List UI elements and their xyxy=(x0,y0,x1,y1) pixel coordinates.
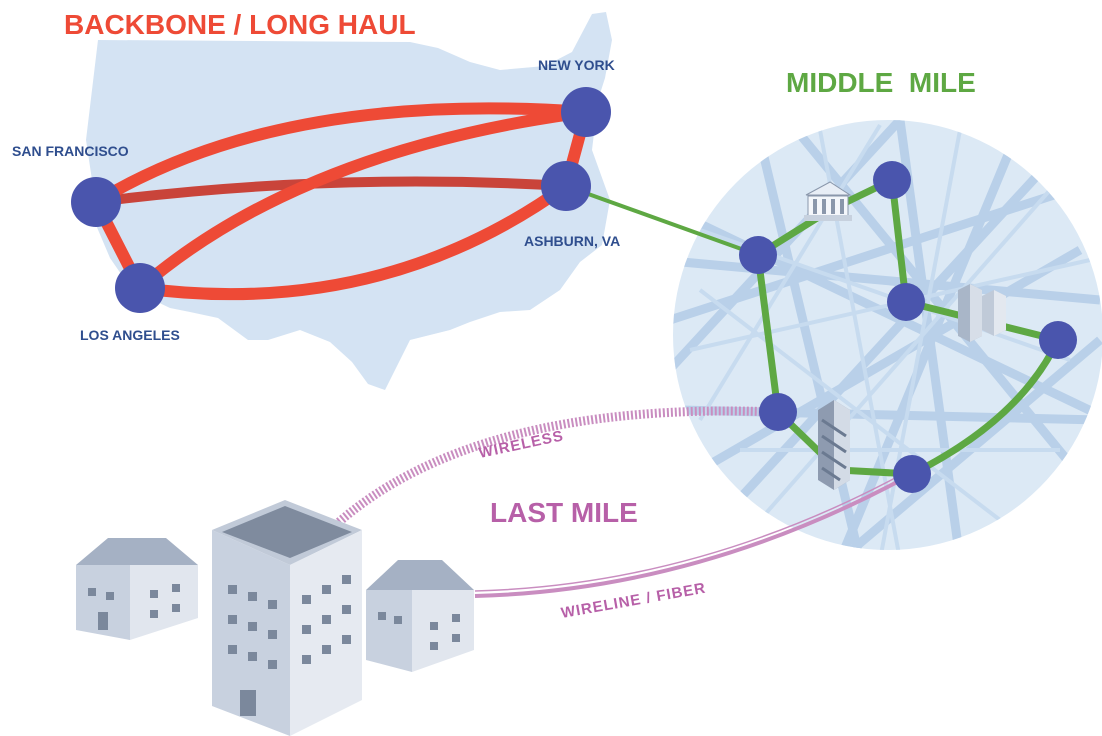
node-los-angeles xyxy=(115,263,165,313)
apartment-building-icon xyxy=(212,500,362,736)
wireline-link xyxy=(474,472,913,598)
network-nodes xyxy=(71,87,1077,493)
node-san-francisco xyxy=(71,177,121,227)
office-towers-icon xyxy=(958,284,1006,342)
city-label-san-francisco: SAN FRANCISCO xyxy=(12,143,129,159)
wireless-link xyxy=(326,406,779,534)
city-label-ashburn: ASHBURN, VA xyxy=(524,233,620,249)
small-house-left-icon xyxy=(76,538,198,640)
middle-mile-title: MIDDLE MILE xyxy=(786,67,976,98)
node-middle-4 xyxy=(1039,321,1077,359)
node-middle-6 xyxy=(893,455,931,493)
city-streets xyxy=(673,120,1102,550)
city-label-new-york: NEW YORK xyxy=(538,57,615,73)
backbone-title: BACKBONE / LONG HAUL xyxy=(64,9,416,40)
last-mile-links xyxy=(326,406,913,598)
link-sf-ashburn xyxy=(91,176,571,207)
small-house-right-icon xyxy=(366,560,474,672)
city-label-los-angeles: LOS ANGELES xyxy=(80,327,180,343)
last-mile-title: LAST MILE xyxy=(490,497,638,528)
link-la-newyork xyxy=(134,106,592,294)
bank-building-icon xyxy=(804,181,852,221)
node-new-york xyxy=(561,87,611,137)
node-middle-5 xyxy=(759,393,797,431)
node-middle-2 xyxy=(873,161,911,199)
skyscraper-icon xyxy=(818,400,850,490)
link-sf-newyork xyxy=(90,102,592,208)
node-middle-3 xyxy=(887,283,925,321)
node-middle-1 xyxy=(739,236,777,274)
node-ashburn xyxy=(541,161,591,211)
link-la-ashburn xyxy=(134,180,572,301)
